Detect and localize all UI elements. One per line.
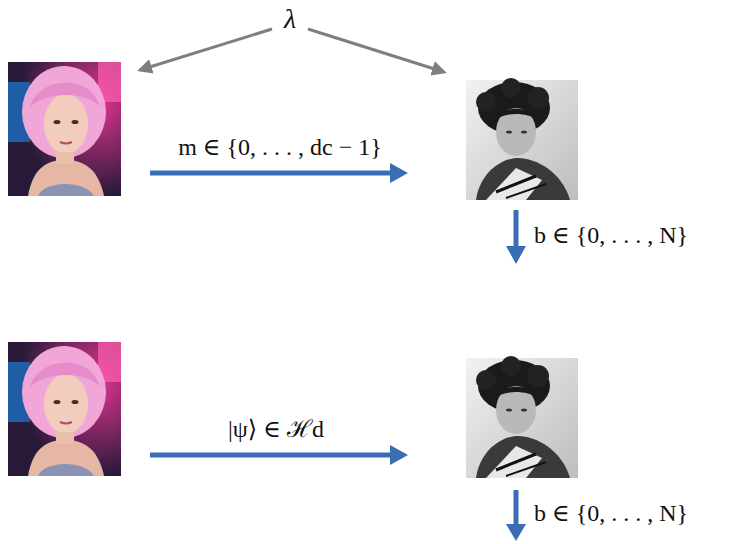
math-label: b ∈ {0, . . . , N} [534, 222, 688, 248]
math-label: m ∈ {0, . . . , dc − 1} [178, 134, 382, 160]
math-label: b ∈ {0, . . . , N} [534, 500, 688, 526]
math-label: |ψ⟩ ∈ ℋd [228, 416, 324, 442]
hidden-variable-label: λ [284, 4, 296, 35]
